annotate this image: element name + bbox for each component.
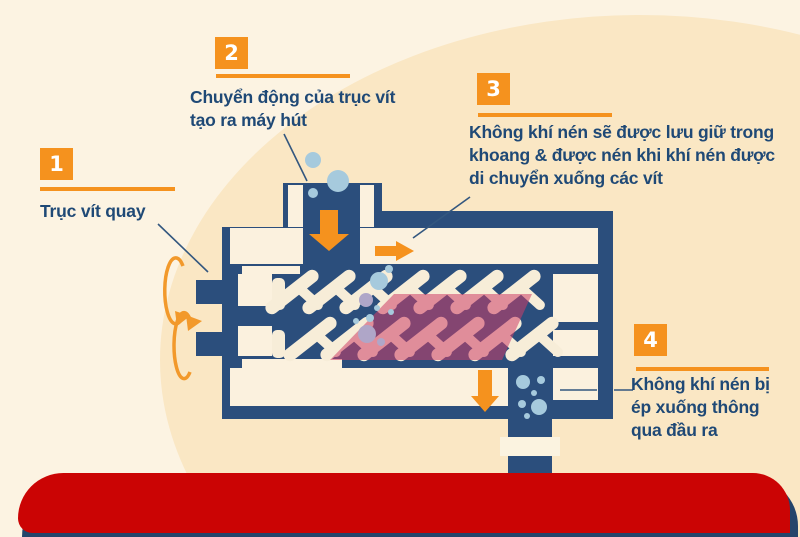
air-bubble	[353, 318, 359, 324]
step4-text: Không khí nén bị ép xuống thông qua đầu …	[631, 374, 770, 440]
step1-text: Trục vít quay	[40, 201, 146, 221]
screw-shaft-upper	[196, 280, 238, 304]
air-bubble	[531, 399, 547, 415]
air-bubble	[359, 293, 373, 307]
air-bubble	[531, 390, 537, 396]
step3-text: Không khí nén sẽ được lưu giữ trong khoa…	[469, 122, 775, 188]
step2-text: Chuyển động của trục vít tạo ra máy hút	[190, 87, 396, 130]
air-bubble	[385, 265, 393, 273]
bearing-block-top	[553, 274, 598, 322]
shaft-housing-lower	[238, 326, 272, 356]
step2-rule	[216, 74, 350, 78]
housing-strip-top	[242, 266, 300, 274]
air-bubble	[327, 170, 349, 192]
screw-slat	[272, 330, 285, 358]
shaft-housing-upper	[238, 274, 272, 306]
step1-badge: 1	[40, 148, 73, 180]
air-bubble	[388, 309, 394, 315]
air-bubble	[516, 375, 530, 389]
air-bubble	[377, 338, 385, 346]
step4-badge: 4	[634, 324, 667, 356]
bottom-air-channel	[230, 368, 508, 406]
inlet-wall-left	[288, 185, 303, 228]
air-bubble	[524, 413, 530, 419]
outlet-chamber	[553, 368, 598, 400]
screw-shaft-lower	[196, 332, 238, 356]
outlet-flange	[500, 437, 560, 456]
air-bubble	[358, 325, 376, 343]
air-bubble	[308, 188, 318, 198]
step2-badge: 2	[215, 37, 248, 69]
step3-badge: 3	[477, 73, 510, 105]
step1-rule	[40, 187, 175, 191]
air-bubble	[366, 314, 374, 322]
air-bubble	[518, 400, 526, 408]
inlet-wall-right	[359, 185, 374, 228]
air-bubble	[370, 272, 388, 290]
step3-rule	[478, 113, 612, 117]
machine-base	[18, 473, 790, 533]
housing-strip-bottom	[242, 359, 342, 369]
air-bubble	[305, 152, 321, 168]
step4-rule	[636, 367, 769, 371]
air-bubble	[537, 376, 545, 384]
air-bubble	[374, 305, 380, 311]
